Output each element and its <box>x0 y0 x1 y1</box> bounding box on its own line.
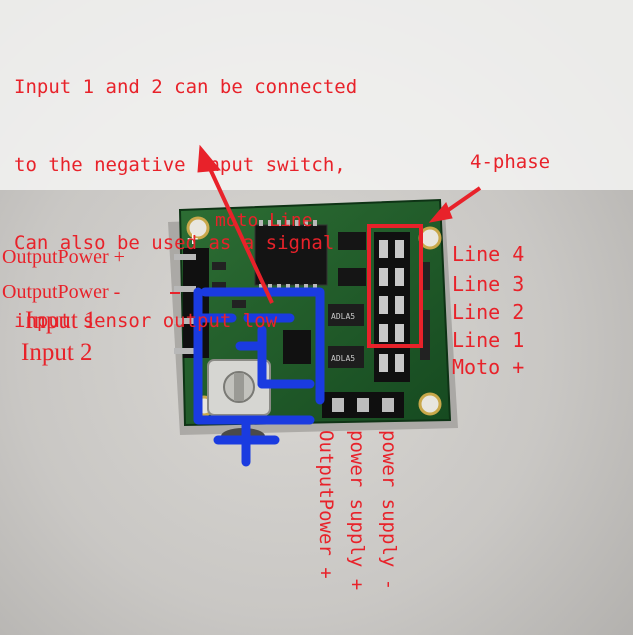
adla5-chip-2 <box>328 346 364 368</box>
note-line-4: input sensor output low <box>14 310 278 332</box>
note-line-2: to the negative input switch, <box>14 154 346 176</box>
note-line-3: Can also be used as a signal <box>14 232 335 254</box>
chip-marking-1: ADLA5 <box>331 312 355 321</box>
label-bottom-power-supply-minus: power supply - <box>378 430 400 591</box>
moto-line-label: moto Line <box>215 210 313 231</box>
label-line-1: Line 1 <box>452 328 525 352</box>
label-line-4: Line 4 <box>452 242 525 266</box>
label-line-2: Line 2 <box>452 300 525 324</box>
note-block: Input 1 and 2 can be connected to the ne… <box>14 22 357 386</box>
label-bottom-power-supply-plus: power supply + <box>346 430 368 591</box>
label-bottom-output-power-plus: OutputPower + <box>315 430 337 579</box>
chip-marking-2: ADLA5 <box>331 354 355 363</box>
note-line-1: Input 1 and 2 can be connected <box>14 76 358 98</box>
driver-ic <box>254 224 328 286</box>
highlight-box <box>367 224 423 348</box>
label-line-3: Line 3 <box>452 272 525 296</box>
blue-marker-annotation <box>193 287 325 467</box>
label-output-power-plus: OutputPower + <box>2 246 125 268</box>
silkscreen-plus: + <box>186 229 199 248</box>
label-moto-plus: Moto + <box>452 355 525 379</box>
label-output-power-minus: OutputPower - <box>2 281 121 303</box>
adla5-chip-1 <box>328 304 364 326</box>
red-arrows <box>170 144 482 304</box>
label-input-2: Input 2 <box>21 339 93 366</box>
label-input-1: Input 1 <box>25 307 97 334</box>
bottom-pin-header <box>322 392 404 418</box>
four-phase-label: 4-phase <box>470 151 551 173</box>
right-pin-header <box>374 232 410 382</box>
